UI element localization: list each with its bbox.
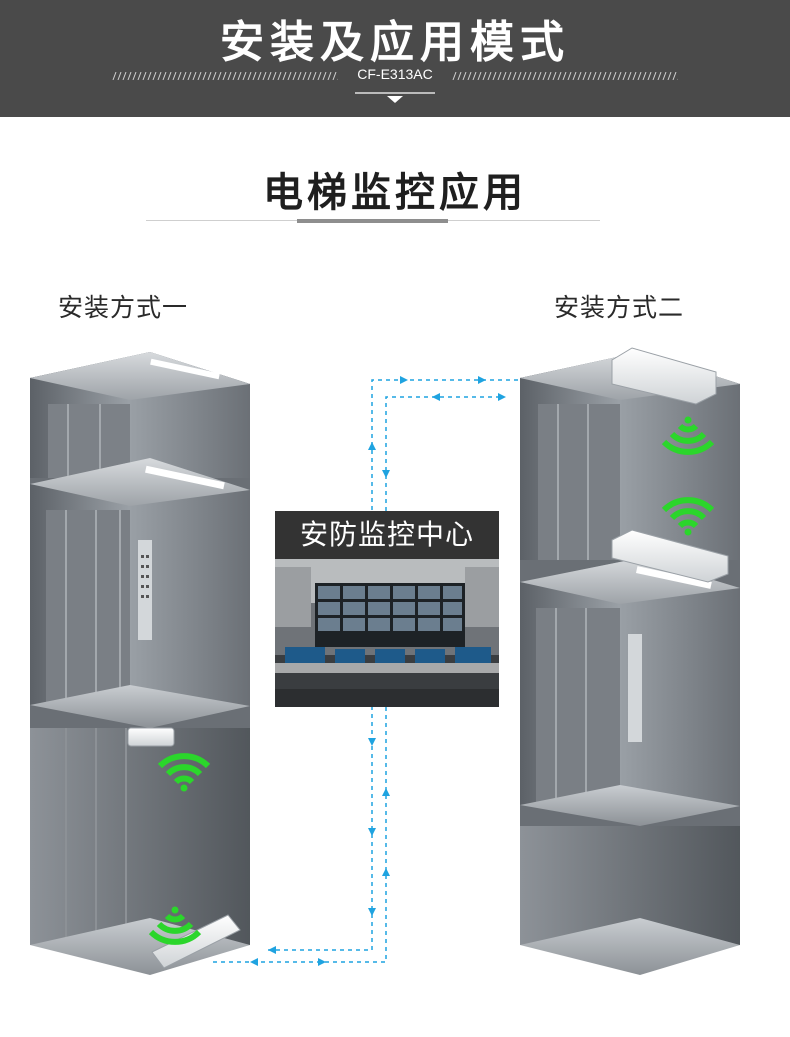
section-divider-accent <box>297 219 448 223</box>
elevator-shaft-right <box>520 347 740 975</box>
model-label: CF-E313AC <box>357 66 433 82</box>
hatch-rule-right <box>452 72 678 80</box>
elevator-shaft-left <box>30 352 250 975</box>
section-title: 电梯监控应用 <box>263 170 527 216</box>
wifi-signal-icon <box>157 753 211 792</box>
network-links <box>210 379 518 963</box>
arrow-down-icon <box>355 92 435 103</box>
wifi-signal-icon <box>148 906 202 945</box>
wifi-signal-icon <box>661 416 715 455</box>
link-arrows <box>250 376 506 966</box>
page-title: 安装及应用模式 <box>220 17 570 68</box>
wifi-signal-icon <box>661 497 715 536</box>
monitoring-center: 安防监控中心 <box>275 511 499 707</box>
hatch-rule-left <box>112 72 338 80</box>
header-banner: 安装及应用模式 CF-E313AC <box>0 0 790 117</box>
method-one-label: 安装方式一 <box>58 293 189 322</box>
monitoring-room-photo <box>275 559 499 707</box>
monitoring-center-label: 安防监控中心 <box>275 511 499 559</box>
method-two-label: 安装方式二 <box>554 293 685 322</box>
